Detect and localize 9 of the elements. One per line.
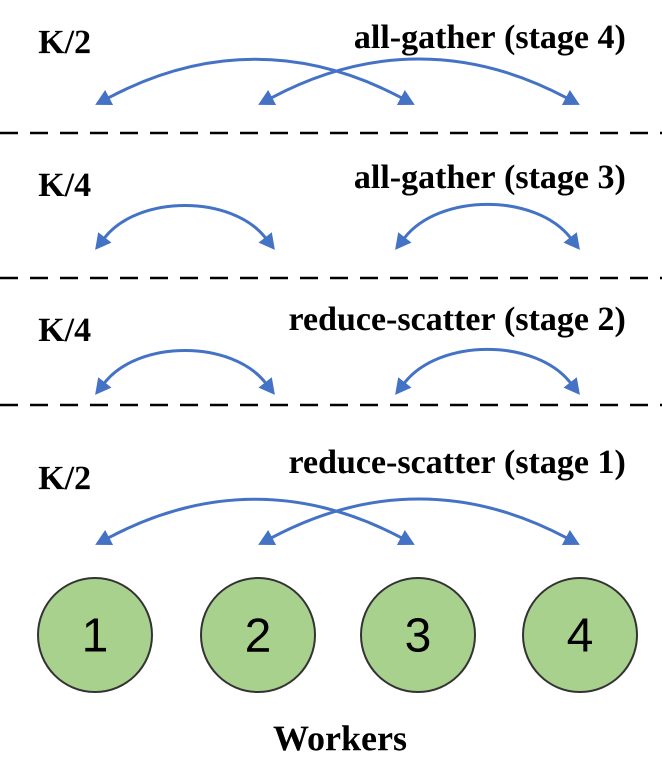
block-size-label: K/4 — [38, 318, 90, 342]
stage-title: reduce-scatter (stage 1) — [289, 449, 624, 481]
stage-title: reduce-scatter (stage 2) — [289, 306, 624, 338]
caption: Workers — [274, 725, 406, 751]
block-size-label: K/4 — [38, 174, 90, 196]
block-size-label: K/2 — [38, 466, 90, 490]
stage-title: all-gather (stage 4) — [354, 24, 624, 56]
stage-title: all-gather (stage 3) — [354, 164, 624, 196]
block-size-label: K/2 — [38, 30, 90, 54]
